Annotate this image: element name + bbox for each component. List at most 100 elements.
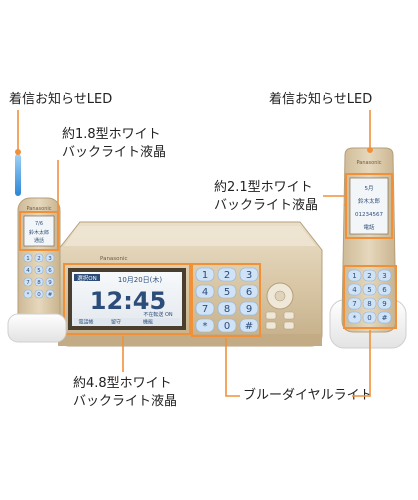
right-handset-key-bg[interactable] [377,269,392,282]
base-keypad-key-label: 7 [202,304,208,315]
right-handset-key-bg[interactable] [362,311,377,324]
left-handset-key-bg[interactable] [34,253,44,263]
base-keypad-key-bg[interactable] [239,318,259,333]
base-keypad-key-label: 0 [224,321,230,332]
callout-dial-line-right [352,330,371,397]
base-keypad-key-bg[interactable] [239,284,259,299]
right-handset-key-bg[interactable] [347,311,362,324]
right-handset-key-label: * [353,314,357,322]
right-handset-key-label: 9 [382,300,386,308]
base-keypad-key-label: 4 [202,287,208,298]
lcd-21-label-line1: 約2.1型ホワイト [214,180,313,195]
callout-led-right-dot [366,147,373,154]
led-label-right: 着信お知らせLED [269,92,373,107]
right-handset-key-label: # [382,314,388,322]
base-keypad-key-bg[interactable] [195,284,215,299]
right-handset-key-label: 7 [352,300,356,308]
left-handset-key-bg[interactable] [45,289,55,299]
left-handset-key-label: 1 [26,256,30,262]
base-brand-logo: Panasonic [100,256,128,262]
lcd-18-label-line2: バックライト液晶 [62,145,167,160]
left-handset-screen-line1: 7/6 [35,221,43,227]
left-handset-key-bg[interactable] [23,289,33,299]
left-handset-key-label: 5 [37,268,41,274]
right-handset-key-label: 6 [382,286,387,294]
left-handset-key-bg[interactable] [34,277,44,287]
nav-cursor-pad [265,282,295,330]
right-handset-key-bg[interactable] [362,297,377,310]
left-handset-key-label: 6 [48,268,52,274]
main-lcd: 選択ON 10月20日(木) 12:45 不在転送 ON 電話帳 留守 機能 [68,268,186,330]
right-handset-key-bg[interactable] [347,283,362,296]
lcd-21-label-line2: バックライト液晶 [214,198,319,213]
base-keypad-key-label: 5 [224,287,230,298]
right-handset-key-bg[interactable] [362,269,377,282]
right-handset-key-label: 8 [367,300,371,308]
base-keypad-key-bg[interactable] [195,318,215,333]
lcd-48-label-line1: 約4.8型ホワイト [73,376,172,391]
left-handset-key-label: # [48,292,53,298]
lcd-18-label-line1: 約1.8型ホワイト [62,127,161,142]
base-keypad-key-label: 1 [202,270,208,281]
right-handset-key-label: 0 [367,314,371,322]
right-handset-key-bg[interactable] [377,297,392,310]
right-handset-key-bg[interactable] [347,269,362,282]
left-handset-brand: Panasonic [26,206,51,212]
base-keypad-key-label: 8 [224,304,230,315]
left-handset-key-label: 3 [48,256,52,262]
main-lcd-subinfo: 不在転送 ON [143,311,173,318]
right-handset-brand: Panasonic [356,160,381,166]
right-handset-key-label: 5 [367,286,371,294]
right-handset-keypad-highlight [343,265,397,329]
base-keypad-key-bg[interactable] [217,284,237,299]
callout-lines [15,110,373,397]
base-keypad-key-bg[interactable] [195,267,215,282]
left-handset-key-label: 0 [37,292,41,298]
right-handset-screen-line2: 鈴木太郎 [358,197,381,205]
base-keypad-key-bg[interactable] [217,318,237,333]
base-keypad-key-bg[interactable] [217,301,237,316]
right-handset-key-bg[interactable] [377,283,392,296]
left-handset-key-bg[interactable] [45,277,55,287]
base-keypad-key-label: 2 [224,270,230,281]
left-handset-key-label: * [27,292,30,298]
main-lcd-softkey-3: 機能 [143,319,153,326]
base-keypad-key-label: # [245,321,253,332]
callout-dial-line-left [225,338,240,397]
blue-dial-label: ブルーダイヤルライト [243,388,373,403]
left-handset-key-bg[interactable] [23,265,33,275]
left-handset-key-label: 8 [37,280,41,286]
base-keypad-key-bg[interactable] [217,267,237,282]
right-handset-key-bg[interactable] [377,311,392,324]
left-handset-key-bg[interactable] [45,265,55,275]
base-keypad-key-bg[interactable] [239,267,259,282]
base-keypad-key-label: 3 [246,270,252,281]
callout-led-left-dot [15,149,22,156]
left-handset-key-bg[interactable] [45,253,55,263]
right-handset-screen-line3: 01234567 [355,212,383,218]
base-keypad-highlight [191,263,261,337]
right-handset-screen-line4: 電話 [363,223,375,231]
right-handset-key-label: 1 [352,272,356,280]
base-keypad-key-bg[interactable] [195,301,215,316]
right-handset-key-bg[interactable] [347,297,362,310]
main-lcd-time: 12:45 [90,287,166,315]
main-lcd-highlight [63,263,191,335]
right-handset-key-bg[interactable] [362,283,377,296]
right-handset-lcd-highlight [345,173,393,239]
left-handset-key-label: 4 [26,268,30,274]
left-handset-key-bg[interactable] [23,253,33,263]
left-handset-key-bg[interactable] [34,265,44,275]
left-handset-lcd-highlight [19,211,59,251]
left-handset-key-bg[interactable] [34,289,44,299]
base-keypad-key-bg[interactable] [239,301,259,316]
left-handset-key-bg[interactable] [23,277,33,287]
main-lcd-date: 10月20日(木) [118,275,163,284]
right-handset-screen-line1: 5月 [365,185,374,192]
